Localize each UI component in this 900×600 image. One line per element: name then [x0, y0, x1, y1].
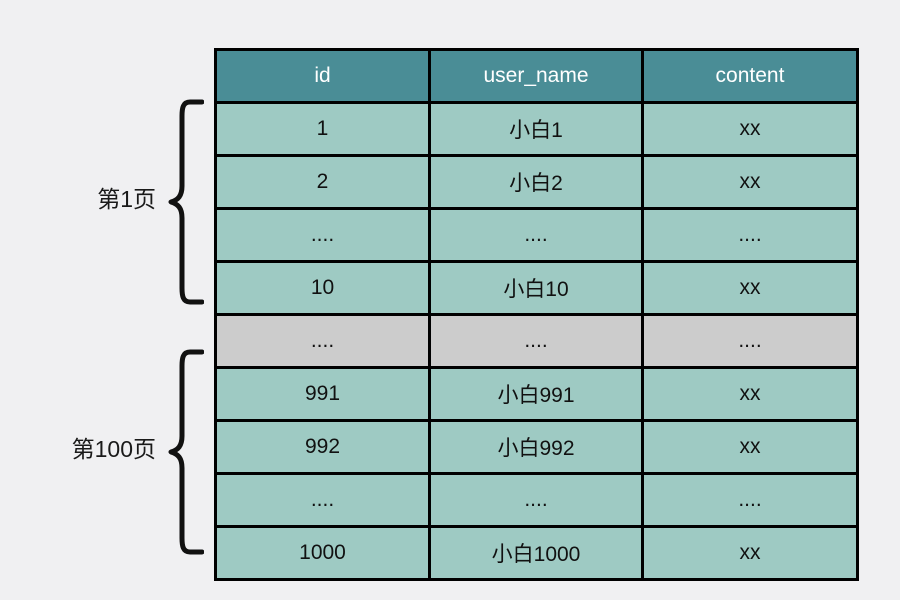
cell-id: ....: [214, 207, 431, 263]
cell-content: ....: [641, 472, 859, 528]
column-header-user-name[interactable]: user_name: [428, 48, 644, 104]
column-header-content[interactable]: content: [641, 48, 859, 104]
table-header-row: id user_name content: [214, 48, 859, 104]
group-label-page-1: 第1页: [97, 186, 156, 212]
cell-user-name: 小白2: [428, 154, 644, 210]
cell-content: xx: [641, 419, 859, 475]
cell-user-name: 小白991: [428, 366, 644, 422]
cell-id: 992: [214, 419, 431, 475]
table-row[interactable]: 992 小白992 xx: [214, 419, 859, 475]
cell-id: 1: [214, 101, 431, 157]
cell-content: xx: [641, 525, 859, 581]
records-table: id user_name content 1 小白1 xx 2 小白2 xx .…: [214, 48, 859, 581]
table-row[interactable]: 2 小白2 xx: [214, 154, 859, 210]
cell-id: 2: [214, 154, 431, 210]
table-header: id user_name content: [214, 48, 859, 104]
brace-page-100: [168, 348, 204, 556]
cell-user-name: ....: [428, 313, 644, 369]
table-container: id user_name content 1 小白1 xx 2 小白2 xx .…: [214, 48, 859, 581]
cell-content: xx: [641, 154, 859, 210]
cell-user-name: 小白992: [428, 419, 644, 475]
cell-id: 991: [214, 366, 431, 422]
brace-page-1: [168, 98, 204, 306]
table-body: 1 小白1 xx 2 小白2 xx .... .... .... 10 小白10: [214, 101, 859, 581]
cell-user-name: 小白10: [428, 260, 644, 316]
cell-id: 10: [214, 260, 431, 316]
cell-user-name: 小白1000: [428, 525, 644, 581]
table-row[interactable]: 10 小白10 xx: [214, 260, 859, 316]
brace-page-1-icon: [168, 99, 204, 305]
cell-content: ....: [641, 207, 859, 263]
cell-content: xx: [641, 260, 859, 316]
cell-id: ....: [214, 313, 431, 369]
cell-content: ....: [641, 313, 859, 369]
table-row[interactable]: 991 小白991 xx: [214, 366, 859, 422]
column-header-id[interactable]: id: [214, 48, 431, 104]
table-row-elided: .... .... ....: [214, 313, 859, 369]
cell-user-name: 小白1: [428, 101, 644, 157]
table-row[interactable]: .... .... ....: [214, 207, 859, 263]
cell-content: xx: [641, 366, 859, 422]
brace-page-100-icon: [168, 349, 204, 555]
cell-content: xx: [641, 101, 859, 157]
cell-user-name: ....: [428, 472, 644, 528]
table-row[interactable]: 1000 小白1000 xx: [214, 525, 859, 581]
cell-id: ....: [214, 472, 431, 528]
table-row[interactable]: .... .... ....: [214, 472, 859, 528]
cell-user-name: ....: [428, 207, 644, 263]
cell-id: 1000: [214, 525, 431, 581]
group-label-page-100: 第100页: [71, 436, 156, 462]
table-row[interactable]: 1 小白1 xx: [214, 101, 859, 157]
